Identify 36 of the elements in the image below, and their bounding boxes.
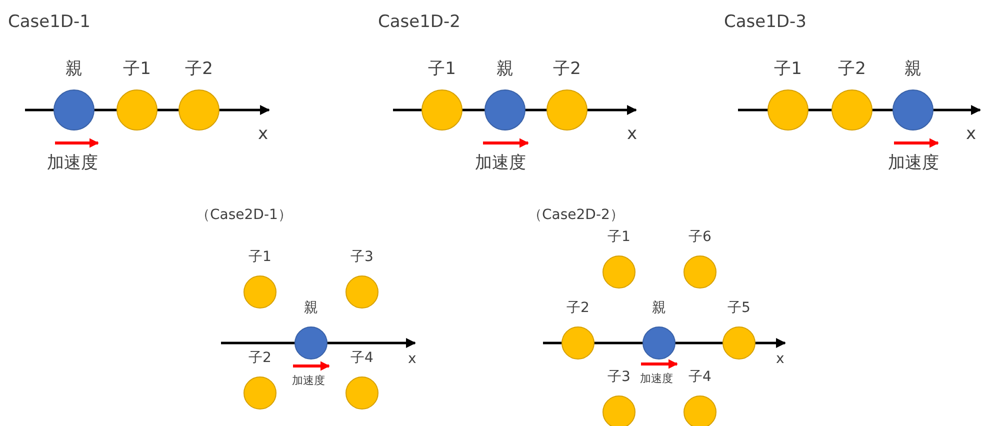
ball-label: 子6	[688, 230, 712, 244]
ball-label: 子1	[608, 230, 630, 244]
ball-label: 子2	[566, 301, 590, 315]
axis-label: x	[627, 126, 638, 143]
ball-label: 子3	[350, 250, 374, 264]
ball-label: 子1	[774, 61, 802, 78]
ball-label: 親	[304, 301, 318, 315]
axis-label: x	[258, 126, 268, 143]
ball-label: 子5	[728, 301, 750, 315]
ball-label: 子3	[608, 370, 630, 384]
acceleration-label: 加速度	[47, 155, 98, 172]
axis-label: x	[966, 126, 976, 143]
ball-label: 子1	[248, 250, 272, 264]
ball-label: 子1	[428, 61, 456, 78]
case-title: Case1D-2	[378, 14, 460, 31]
ball-label: 子1	[123, 61, 151, 78]
case-title: Case1D-1	[8, 14, 90, 31]
ball-label: 親	[652, 301, 666, 315]
ball-label: 親	[66, 61, 82, 78]
case-title: （Case2D-2）	[528, 208, 624, 222]
acceleration-label: 加速度	[475, 155, 526, 172]
axis-label: x	[408, 352, 416, 366]
ball-label: 親	[904, 61, 922, 78]
case-title: （Case2D-1）	[196, 208, 292, 222]
ball-label: 子2	[185, 61, 213, 78]
ball-label: 親	[496, 61, 514, 78]
ball-label: 子4	[350, 351, 374, 365]
ball-label: 子2	[838, 61, 866, 78]
axis-label: x	[776, 352, 784, 366]
ball-label: 子4	[688, 370, 712, 384]
ball-label: 子2	[553, 61, 581, 78]
ball-label: 子2	[248, 351, 272, 365]
acceleration-label: 加速度	[292, 375, 325, 386]
acceleration-label: 加速度	[640, 373, 673, 384]
acceleration-label: 加速度	[888, 155, 939, 172]
case-title: Case1D-3	[724, 14, 806, 31]
